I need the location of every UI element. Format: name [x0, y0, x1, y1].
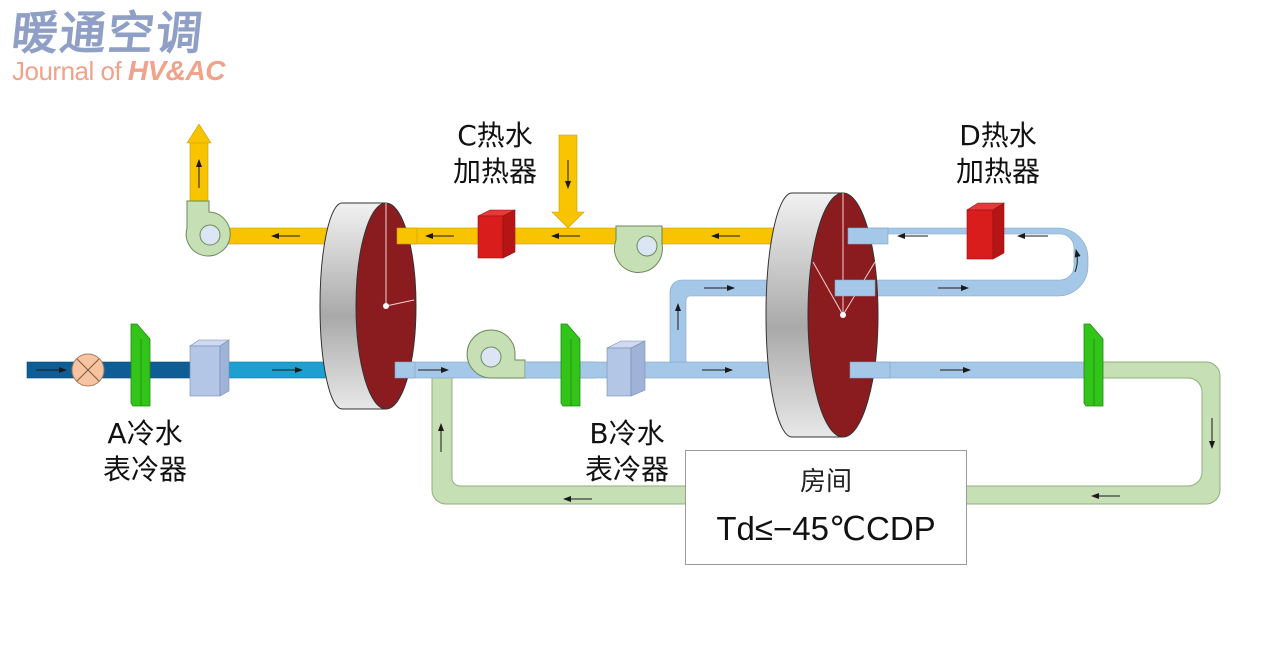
desiccant-wheel-1: [319, 202, 417, 410]
heater-d-label-line1: D热水: [959, 119, 1037, 152]
room-box: 房间 Td≤−45℃CDP: [685, 450, 967, 565]
heater-d-label-line2: 加热器: [955, 155, 1040, 188]
wheel2-regen-inlet-stub: [834, 279, 876, 297]
cooler-b-label-line2: 表冷器: [584, 453, 669, 486]
room-dew-point-spec: Td≤−45℃CDP: [716, 510, 936, 547]
room-name: 房间: [799, 467, 852, 497]
heater-d: [965, 202, 1006, 260]
regen-duct-top-right: [659, 227, 781, 245]
wheel2-process-outlet-stub: [849, 361, 891, 379]
regeneration-fan: [613, 225, 663, 273]
exhaust-duct-left: [224, 227, 336, 245]
cooler-coil-b: [560, 323, 581, 407]
return-air-loop-left: [431, 375, 687, 505]
exhaust-arrow-head: [186, 123, 212, 144]
cooler-a-label: A冷水 表冷器: [90, 416, 200, 488]
cooler-a-label-line2: 表冷器: [102, 453, 187, 486]
exhaust-fan: [185, 200, 231, 257]
heater-d-label: D热水 加热器: [943, 118, 1053, 190]
heater-c: [477, 209, 516, 259]
cooler-b-label-line1: B冷水: [589, 417, 665, 450]
exhaust-stack: [186, 123, 212, 205]
wheel2-inlet-duct: [637, 361, 779, 379]
cooler-a-label-line1: A冷水: [107, 417, 183, 450]
flow-arrow: [1074, 249, 1081, 273]
wheel1-regen-stub: [396, 227, 418, 245]
heater-c-label: C热水 加热器: [440, 118, 550, 190]
cooler-b-label: B冷水 表冷器: [572, 416, 682, 488]
precooled-air-duct: [221, 361, 333, 379]
fresh-air-inlet-arrow: [551, 134, 585, 229]
cooler-coil-final: [1083, 323, 1104, 407]
cooler-coil-a: [130, 323, 151, 407]
logo-subtitle-brand: HV&AC: [127, 55, 226, 86]
heater-c-label-line1: C热水: [457, 119, 533, 152]
process-fan: [466, 329, 526, 379]
filter-a: [189, 339, 230, 397]
wheel1-process-stub: [394, 361, 416, 379]
heater-c-label-line2: 加热器: [452, 155, 537, 188]
regeneration-branch-duct: [669, 279, 779, 363]
inlet-damper-valve: [71, 353, 105, 387]
journal-logo: 暖通空调 Journal of HV&AC: [9, 6, 226, 87]
cooler-b-to-filter-duct: [577, 361, 611, 379]
wheel2-regen-outlet-stub: [847, 227, 889, 245]
logo-subtitle-prefix: Journal of: [12, 56, 128, 86]
logo-subtitle: Journal of HV&AC: [12, 55, 226, 87]
filter-b: [606, 340, 646, 397]
outdoor-air-inlet-duct: [26, 361, 198, 379]
